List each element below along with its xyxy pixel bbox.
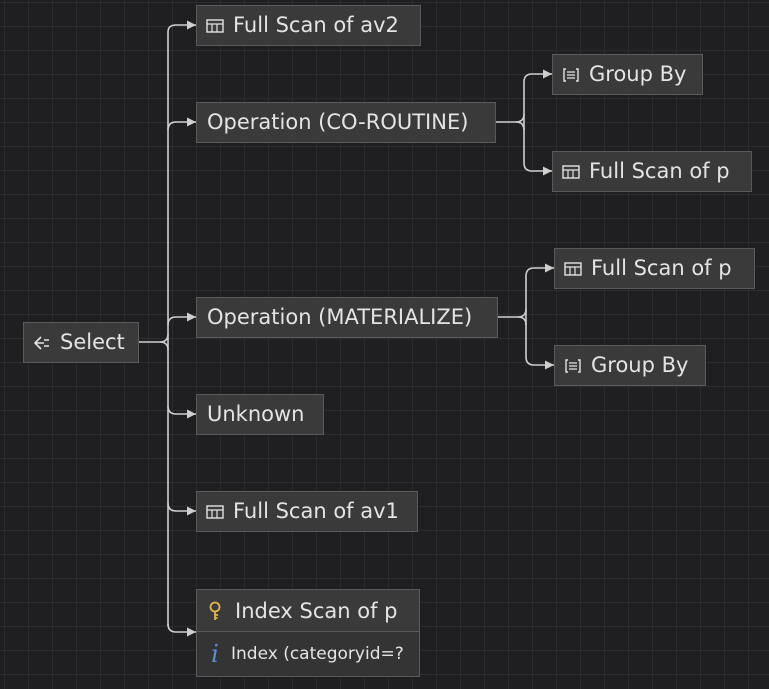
- node-label: Group By: [589, 62, 687, 86]
- node-group-by-2[interactable]: Group By: [554, 345, 706, 386]
- info-icon: i: [211, 640, 219, 668]
- node-unknown[interactable]: Unknown: [196, 394, 324, 435]
- edge-to-unknown: [167, 405, 196, 419]
- edge-to-group-by-1: [523, 69, 552, 83]
- node-label: Group By: [591, 353, 689, 377]
- index-scan-header: Index Scan of p: [197, 590, 419, 632]
- node-label: Index Scan of p: [235, 598, 398, 623]
- root-select-node[interactable]: Select: [23, 322, 139, 363]
- node-label: Full Scan of av2: [233, 13, 399, 37]
- node-label: Unknown: [207, 402, 305, 426]
- edge-to-group-by-2: [525, 356, 554, 370]
- node-label: Full Scan of p: [589, 159, 730, 183]
- table-icon: [205, 16, 225, 36]
- node-label: Full Scan of p: [591, 256, 732, 280]
- edge-materialize-join-bottom: [517, 316, 527, 326]
- edge-to-full-scan-p-1: [523, 162, 552, 176]
- node-operation-materialize[interactable]: Operation (MATERIALIZE): [196, 297, 498, 338]
- node-group-by-1[interactable]: Group By: [552, 54, 703, 95]
- table-icon: [563, 259, 583, 279]
- index-detail-label: Index (categoryid=?: [231, 644, 404, 664]
- node-label: Operation (CO-ROUTINE): [207, 110, 469, 134]
- edge-to-co-routine: [167, 117, 196, 131]
- edge-co-routine-join-bottom: [515, 121, 525, 131]
- node-full-scan-av1[interactable]: Full Scan of av1: [196, 491, 418, 532]
- table-icon: [205, 502, 225, 522]
- return-arrow-icon: [32, 333, 52, 353]
- edge-to-index-scan: [167, 623, 196, 637]
- edge-to-materialize: [167, 312, 196, 326]
- node-index-scan-p[interactable]: Index Scan of p i Index (categoryid=?: [196, 589, 420, 677]
- edge-to-full-scan-av2: [167, 20, 196, 33]
- node-label: Operation (MATERIALIZE): [207, 305, 473, 329]
- edge-co-routine-join-top: [515, 113, 525, 123]
- table-icon: [561, 162, 581, 182]
- root-select-label: Select: [60, 330, 125, 354]
- group-by-icon: [561, 65, 581, 85]
- edge-trunk-join-top: [159, 333, 169, 343]
- edge-to-full-scan-p-2: [525, 263, 554, 277]
- node-full-scan-p-1[interactable]: Full Scan of p: [552, 151, 752, 192]
- edge-materialize-join-top: [517, 308, 527, 318]
- edge-trunk-join-bottom: [159, 341, 169, 351]
- node-operation-co-routine[interactable]: Operation (CO-ROUTINE): [196, 102, 496, 143]
- node-full-scan-p-2[interactable]: Full Scan of p: [554, 248, 755, 289]
- node-label: Full Scan of av1: [233, 499, 399, 523]
- node-full-scan-av2[interactable]: Full Scan of av2: [196, 5, 421, 46]
- key-icon: [205, 601, 225, 621]
- index-detail-row: i Index (categoryid=?: [197, 632, 419, 676]
- edge-to-full-scan-av1: [167, 502, 196, 516]
- group-by-icon: [563, 356, 583, 376]
